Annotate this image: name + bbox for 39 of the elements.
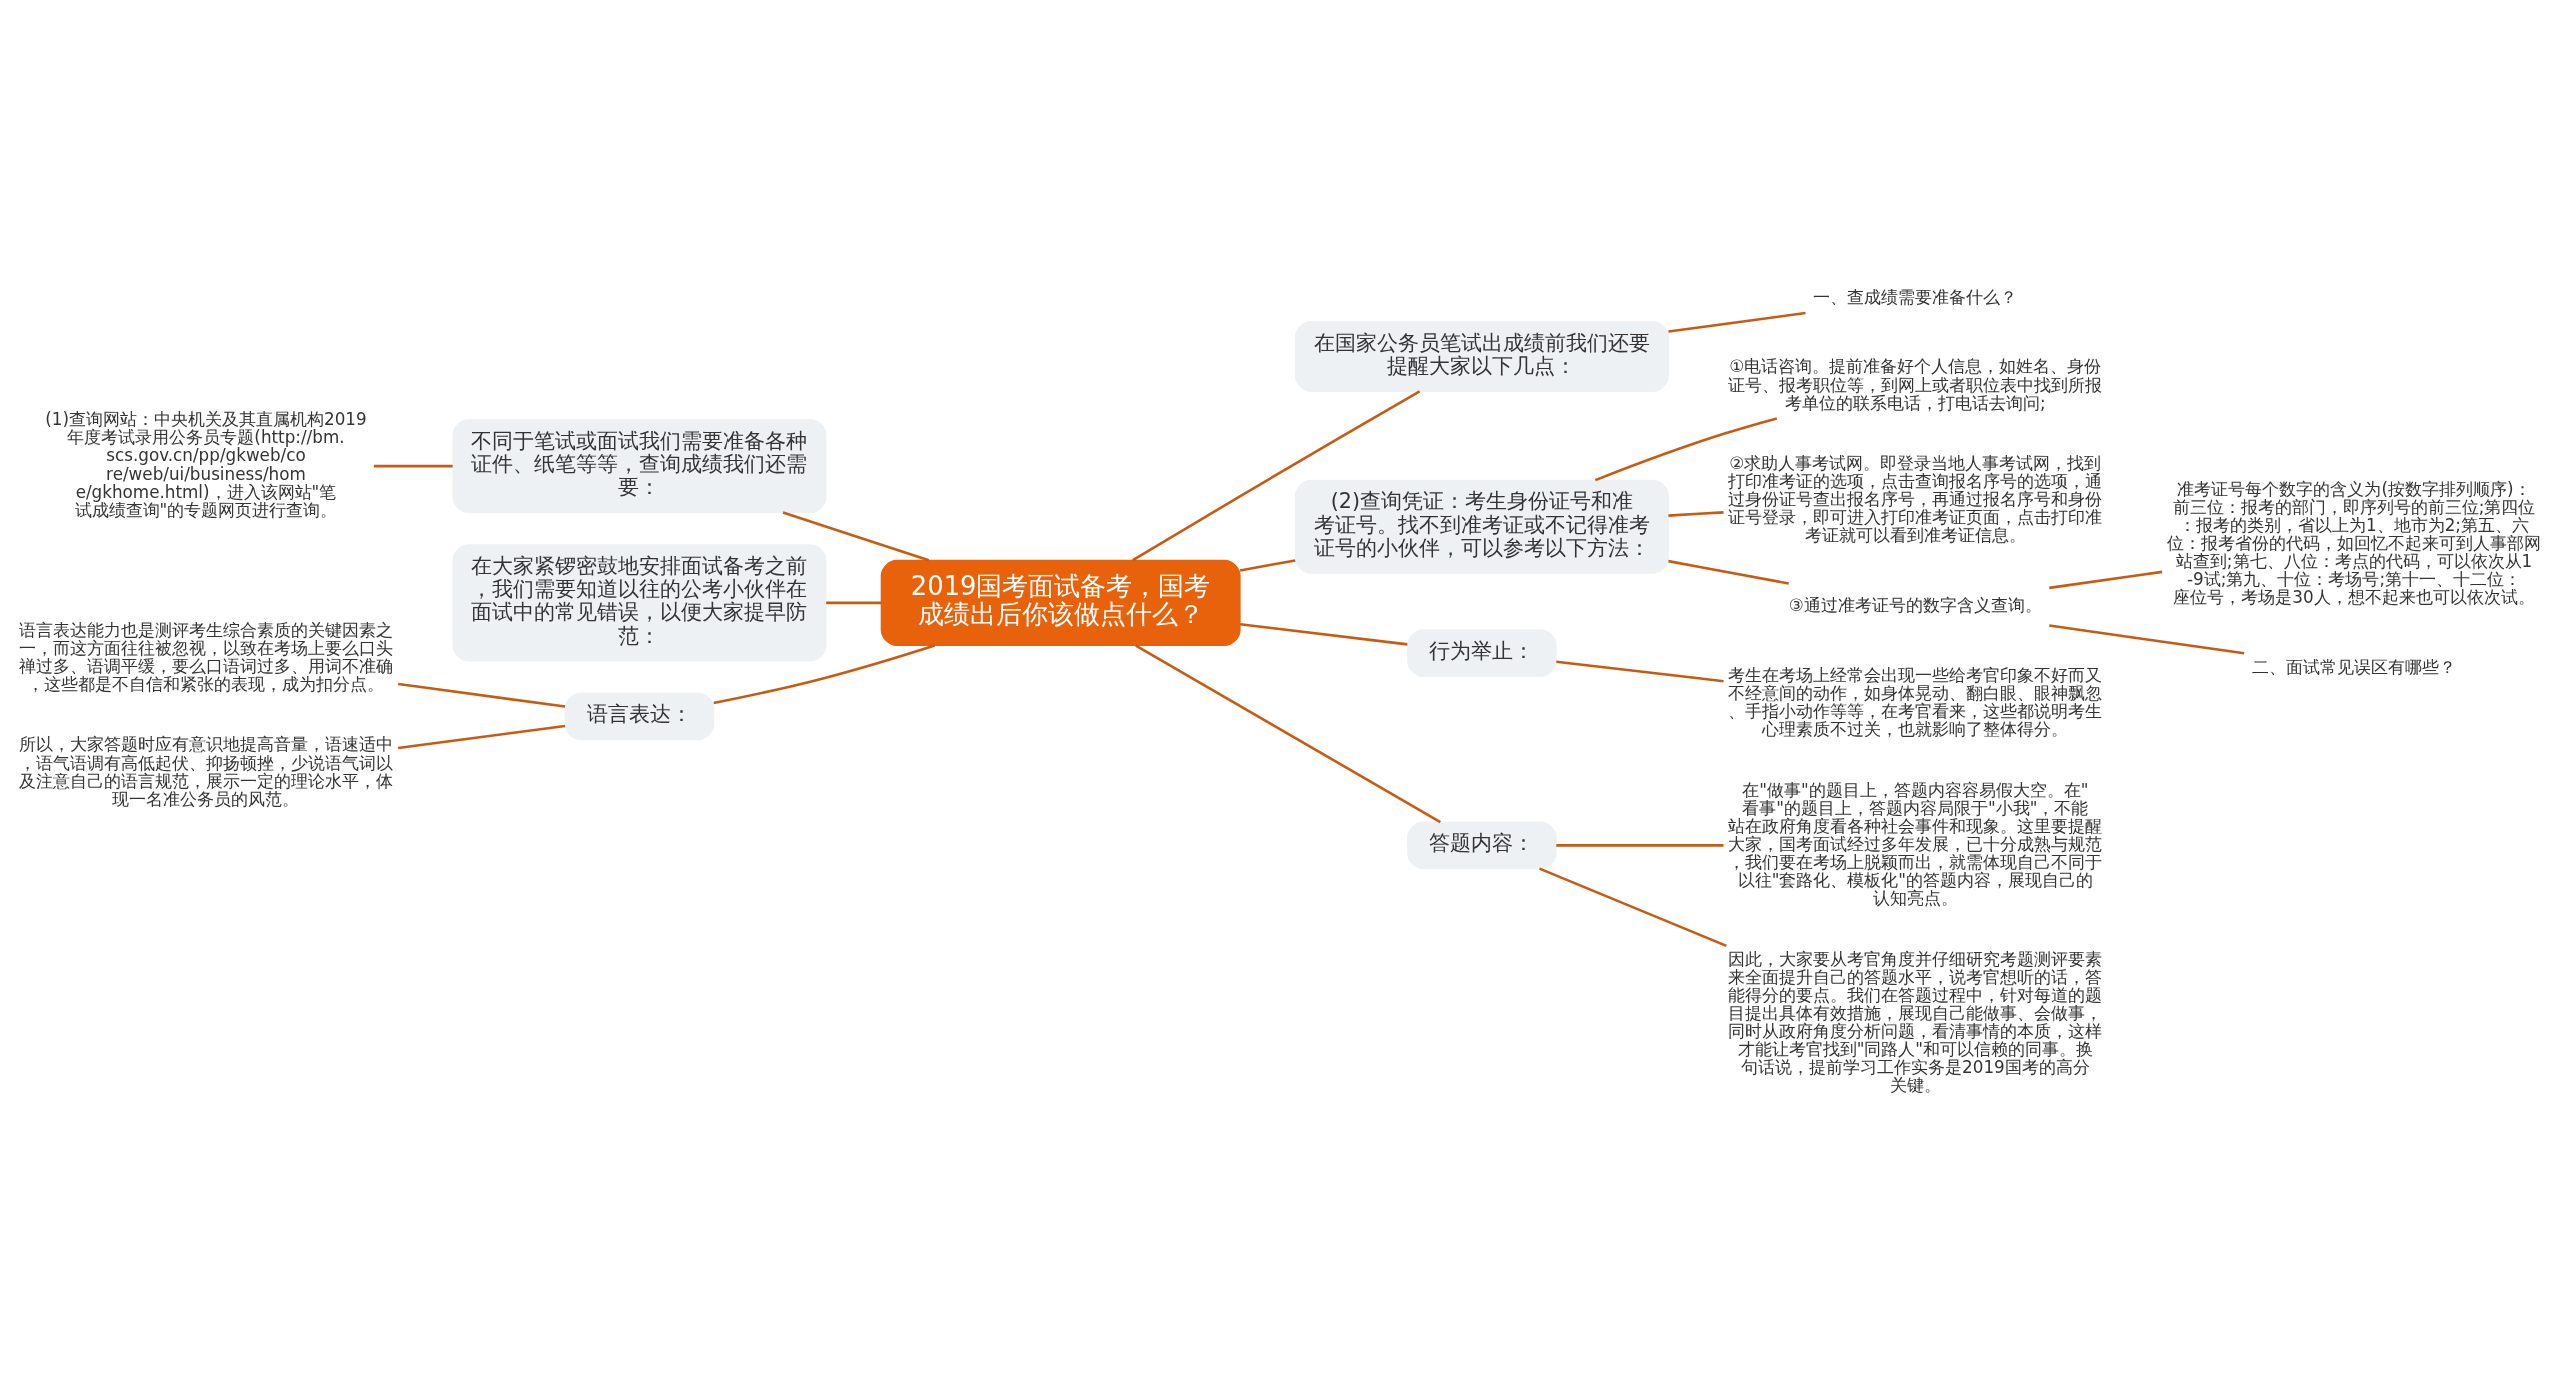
connector [1132, 389, 1421, 561]
node-box: 行为举止： [1407, 628, 1557, 677]
node-text: 考生在考场上经常会出现一些给考官印象不好而又不经意间的动作，如身体晃动、翻白眼、眼神飘忽、手指小动作等等，在考官看来，这些都说明考生心理素质不过关，也就影响了整体得分。 [1728, 664, 2103, 739]
node-text: ③通过准考证号的数字含义查询。 [1788, 594, 2042, 615]
connector [1668, 510, 1724, 517]
node-text: 所以，大家答题时应有意识地提高音量，语速适中，语气语调有高低起伏、抑扬顿挫，少说语气词以及注意自己的语言规范，展示一定的理论水平，体现一名准公务员的风范。 [18, 733, 393, 809]
connector [1594, 416, 1778, 481]
connector [398, 724, 566, 749]
connector [713, 643, 936, 704]
node-box: 在国家公务员笔试出成绩前我们还要提醒大家以下几点： [1294, 320, 1669, 392]
connector [826, 601, 882, 604]
connector [1668, 559, 1789, 585]
node-text: 一、查成绩需要准备什么？ [1813, 286, 2018, 307]
connector [1556, 843, 1724, 847]
node-box: 答题内容： [1407, 821, 1557, 869]
connector [1135, 644, 1441, 823]
node-box: 不同于笔试或面试我们需要准备各种证件、纸笔等等，查询成绩我们还需要： [452, 418, 827, 513]
node-box: (2)查询凭证：考生身份证号和准考证号。找不到准考证或不记得准考证号的小伙伴，可以参考以下方法： [1294, 479, 1669, 574]
node-box: 2019国考面试备考，国考成绩出后你该做点什么？ [880, 559, 1241, 646]
connector [397, 682, 566, 708]
connector [373, 464, 453, 467]
connector [1556, 659, 1724, 682]
node-box: 在大家紧锣密鼓地安排面试备考之前，我们需要知道以往的公考小伙伴在面试中的常见错误，以便大家提早防范： [452, 543, 827, 662]
connector [2049, 570, 2163, 589]
connector [1239, 622, 1408, 646]
node-box: 语言表达： [564, 692, 715, 740]
node-text: 二、面试常见误区有哪些？ [2252, 656, 2457, 677]
connector [782, 510, 930, 561]
connector [1539, 866, 1727, 947]
node-text: (1)查询网站：中央机关及其直属机构2019年度考试录用公务员专题(http://bm.scs.gov.cn/pp/gkweb/core/web/ui/business/home/gkhome.html)，进入该网站"笔试成绩查询"的专题网页进行查询。 [45, 408, 367, 520]
node-text: 在"做事"的题目上，答题内容容易假大空。在"看事"的题目上，答题内容局限于"小我"，不能站在政府角度看各种社会事件和现象。这里要提醒大家，国考面试经过多年发展，已十分成熟与规范，我们要在考场上脱颖而出，就需体现自己不同于以往"套路化、模板化"的答题内容，展现自己的认知亮点。 [1728, 779, 2103, 908]
connector [1668, 311, 1806, 333]
node-text: 准考证号每个数字的含义为(按数字排列顺序)：前三位：报考的部门，即序列号的前三位;第四位：报考的类别，省以上为1、地市为2;第五、六位：报考省份的代码，如回忆不起来可到人事部网站查到;第七、八位：考点的代码，可以依次从1-9试;第九、十位：考场号;第十一、十二位：座位号，考场是30人，想不起来也可以依次试。 [2167, 478, 2542, 607]
node-text: 语言表达能力也是测评考生综合素质的关键因素之一，而这方面往往被忽视，以致在考场上要么口头禅过多、语调平缓，要么口语词过多、用词不准确，这些都是不自信和紧张的表现，成为扣分点。 [18, 619, 393, 694]
connector [1239, 558, 1296, 572]
node-text: ②求助人事考试网。即登录当地人事考试网，找到打印准考证的选项，点击查询报名序号的选项，通过身份证号查出报名序号，再通过报名序号和身份证号登录，即可进入打印准考证页面，点击打印准考证就可以看到准考证信息。 [1728, 452, 2103, 545]
node-text: ①电话咨询。提前准备好个人信息，如姓名、身份证号、报考职位等，到网上或者职位表中找到所报考单位的联系电话，打电话去询问; [1728, 355, 2103, 413]
connector [2049, 623, 2245, 654]
node-text: 因此，大家要从考官角度并仔细研究考题测评要素来全面提升自己的答题水平，说考官想听的话，答能得分的要点。我们在答题过程中，针对每道的题目提出具体有效措施，展现自己能做事、会做事，同时从政府角度分析问题，看清事情的本质，这样才能让考官找到"同路人"和可以信赖的同事。换句话说，提前学习工作实务是2019国考的高分关键。 [1728, 948, 2103, 1095]
